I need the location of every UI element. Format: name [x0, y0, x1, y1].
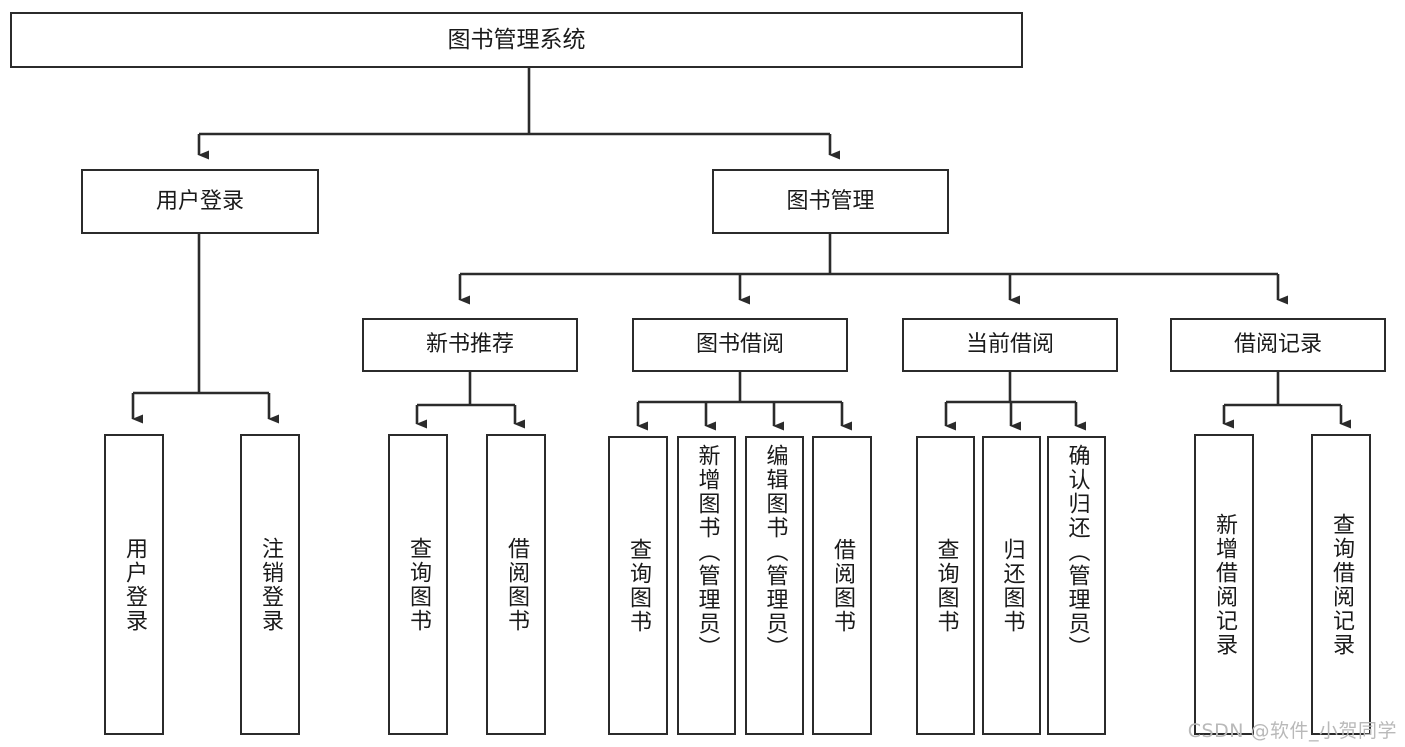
node-borrow-record-label: 借阅记录	[1233, 332, 1322, 358]
connector-currentborrow-to-leaves	[944, 372, 1086, 431]
node-leaf-borrow-book-2[interactable]: 借阅图书	[812, 436, 872, 735]
node-leaf-query-book-1[interactable]: 查询图书	[388, 434, 448, 735]
node-book-manage-label: 图书管理	[786, 188, 875, 214]
node-leaf-query-record-label: 查询借阅记录	[1329, 512, 1354, 657]
node-leaf-user-login[interactable]: 用户登录	[104, 434, 164, 735]
connector-root-to-level2	[197, 68, 840, 160]
connector-newbook-to-leaves	[415, 372, 525, 429]
node-leaf-borrow-book-1[interactable]: 借阅图书	[486, 434, 546, 735]
node-leaf-edit-book-label: 编辑图书（管理员）	[762, 444, 788, 660]
node-leaf-borrow-book-2-label: 借阅图书	[830, 537, 855, 634]
node-leaf-query-book-2[interactable]: 查询图书	[608, 436, 668, 735]
node-leaf-add-book[interactable]: 新增图书（管理员）	[677, 436, 736, 735]
connector-userlogin-to-leaves	[131, 234, 279, 424]
node-leaf-query-record[interactable]: 查询借阅记录	[1311, 434, 1371, 735]
node-user-login-label: 用户登录	[155, 188, 244, 214]
node-leaf-user-login-label: 用户登录	[122, 536, 147, 633]
node-leaf-user-logout[interactable]: 注销登录	[240, 434, 300, 735]
node-leaf-query-book-1-label: 查询图书	[406, 536, 431, 633]
node-leaf-query-book-2-label: 查询图书	[626, 537, 651, 634]
node-book-borrow-label: 图书借阅	[695, 332, 784, 358]
connector-bookmanage-to-branches	[458, 234, 1288, 305]
node-current-borrow-label: 当前借阅	[965, 332, 1054, 358]
node-leaf-user-logout-label: 注销登录	[258, 536, 283, 633]
node-book-borrow[interactable]: 图书借阅	[632, 318, 848, 372]
node-leaf-add-record[interactable]: 新增借阅记录	[1194, 434, 1254, 735]
connector-borrowrecord-to-leaves	[1222, 372, 1351, 429]
node-new-book-rec-label: 新书推荐	[425, 332, 514, 358]
node-leaf-return-book-label: 归还图书	[999, 537, 1025, 634]
watermark-text: CSDN @软件_小贺同学	[1187, 720, 1397, 742]
node-leaf-confirm-return-label: 确认归还（管理员）	[1064, 444, 1090, 660]
node-leaf-borrow-book-1-label: 借阅图书	[504, 536, 529, 633]
node-user-login[interactable]: 用户登录	[81, 169, 319, 234]
node-root-label: 图书管理系统	[447, 26, 586, 53]
node-borrow-record[interactable]: 借阅记录	[1170, 318, 1386, 372]
node-book-manage[interactable]: 图书管理	[712, 169, 949, 234]
node-leaf-add-book-label: 新增图书（管理员）	[694, 444, 720, 660]
node-leaf-add-record-label: 新增借阅记录	[1212, 512, 1237, 657]
node-leaf-query-book-3[interactable]: 查询图书	[916, 436, 975, 735]
connector-bookborrow-to-leaves	[636, 372, 852, 431]
node-leaf-return-book[interactable]: 归还图书	[982, 436, 1041, 735]
node-root[interactable]: 图书管理系统	[10, 12, 1023, 68]
node-leaf-edit-book[interactable]: 编辑图书（管理员）	[745, 436, 804, 735]
node-leaf-confirm-return[interactable]: 确认归还（管理员）	[1047, 436, 1106, 735]
node-leaf-query-book-3-label: 查询图书	[933, 537, 959, 634]
node-new-book-rec[interactable]: 新书推荐	[362, 318, 578, 372]
node-current-borrow[interactable]: 当前借阅	[902, 318, 1118, 372]
